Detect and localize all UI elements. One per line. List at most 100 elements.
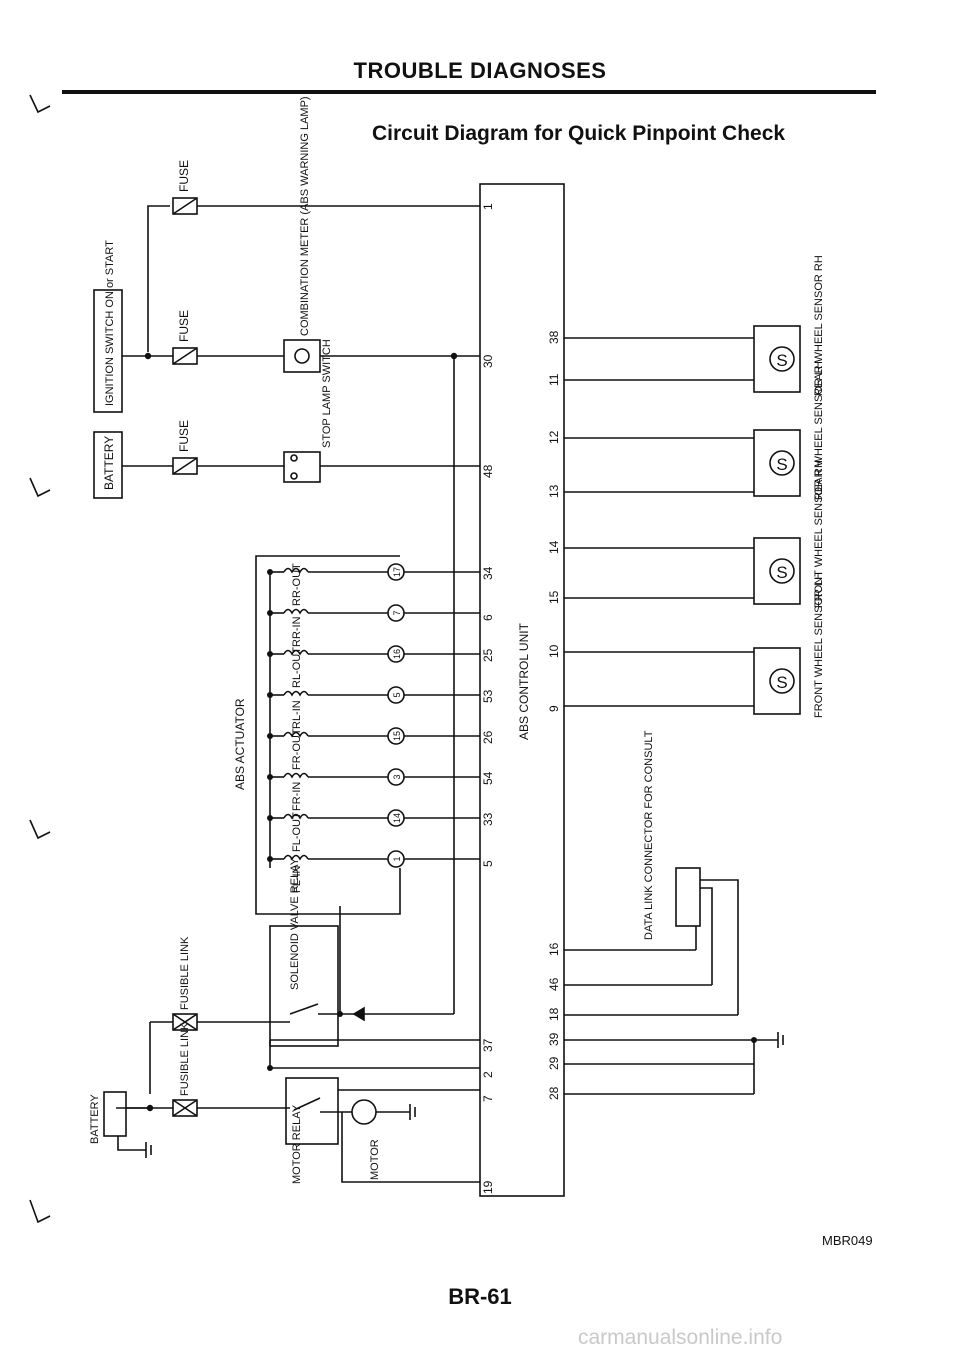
data-link-connector-label: DATA LINK CONNECTOR FOR CONSULT [643, 730, 655, 940]
solenoid-terminal-number: 5 [392, 692, 402, 697]
pin-19: 19 [481, 1180, 495, 1194]
solenoid-junction [267, 651, 273, 657]
motor-label: MOTOR [369, 1139, 381, 1180]
pin-18: 18 [547, 1007, 561, 1021]
fuse-label-battery: FUSE [177, 420, 191, 452]
solenoid-coil [283, 608, 309, 615]
binding-mark [29, 94, 51, 114]
pin-15: 15 [547, 590, 561, 604]
front-wheel-sensor-rh-label: FRONT WHEEL SENSOR RH [813, 460, 825, 608]
title-rule [62, 90, 876, 94]
rear-wheel-sensor-lh-box [753, 429, 801, 497]
pin-38: 38 [547, 330, 561, 344]
solenoid-coil [283, 649, 309, 656]
solenoid-pin: 33 [481, 812, 495, 826]
solenoid-pin: 6 [481, 614, 495, 621]
solenoid-label: FR-IN [291, 782, 303, 811]
solenoid-junction [267, 569, 273, 575]
solenoid-junction [267, 610, 273, 616]
abs-control-unit-label: ABS CONTROL UNIT [517, 622, 531, 740]
pin-11: 11 [547, 373, 561, 386]
solenoid-label: RL-OUT [291, 647, 303, 688]
solenoid-label: RR-IN [291, 616, 303, 647]
pin-7: 7 [481, 1095, 495, 1102]
combination-meter-box [283, 339, 321, 373]
solenoid-junction [267, 733, 273, 739]
stop-lamp-switch-label: STOP LAMP SWITCH [321, 339, 333, 448]
solenoid-pin: 26 [481, 730, 495, 744]
solenoid-junction [267, 774, 273, 780]
ignition-switch-box [93, 289, 123, 413]
sensor-symbol-rr-lh: S [776, 455, 787, 474]
sensor-symbol-rr-rh: S [776, 351, 787, 370]
solenoid-label: FL-OUT [291, 812, 303, 852]
solenoid-terminal-number: 3 [392, 774, 402, 779]
page-title: TROUBLE DIAGNOSES [353, 58, 607, 83]
solenoid-valve-relay-box [269, 925, 339, 1047]
solenoid-terminal-number: 15 [392, 731, 402, 741]
solenoid-coil [283, 772, 309, 779]
pin-13: 13 [547, 484, 561, 498]
pin-39: 39 [547, 1032, 561, 1046]
abs-actuator-frame [255, 555, 401, 915]
solenoid-terminal-number: 17 [392, 567, 402, 577]
front-wheel-sensor-lh-box [753, 647, 801, 715]
solenoid-label: FL-IN [291, 865, 303, 893]
solenoid-terminal-number: 1 [392, 856, 402, 861]
sensor-symbol-fr-lh: S [776, 673, 787, 692]
motor-relay-box [285, 1077, 339, 1145]
battery-box [93, 431, 123, 499]
solenoid-coil [283, 567, 309, 574]
solenoid-terminal-number: 14 [392, 813, 402, 823]
pin-12: 12 [547, 430, 561, 444]
fuse-label-ignition: FUSE [177, 310, 191, 342]
page-number: BR-61 [448, 1284, 512, 1309]
watermark: carmanualsonline.info [578, 1326, 783, 1349]
front-wheel-sensor-rh-box [753, 537, 801, 605]
front-wheel-sensor-lh-label: FRONT WHEEL SENSOR LH [813, 572, 825, 718]
pin-14: 14 [547, 540, 561, 554]
solenoid-label: RL-IN [291, 700, 303, 729]
fuse-label-top: FUSE [177, 160, 191, 192]
pin-48: 48 [481, 464, 495, 478]
solenoid-coil [283, 731, 309, 738]
data-link-connector-box [675, 867, 701, 927]
figure-code: MBR049 [822, 1233, 873, 1248]
pin-16: 16 [547, 942, 561, 956]
solenoid-terminal-number: 7 [392, 610, 402, 615]
solenoid-coil [283, 813, 309, 820]
solenoid-valve-relay-label: SOLENOID VALVE RELAY [289, 857, 301, 990]
battery-bottom-box [103, 1091, 127, 1137]
solenoid-pin: 53 [481, 689, 495, 703]
battery-bottom-label: BATTERY [89, 1094, 101, 1144]
solenoid-coil [283, 690, 309, 697]
pin-30: 30 [481, 354, 495, 368]
rear-wheel-sensor-rh-label: REAR WHEEL SENSOR RH [813, 255, 825, 396]
pin-10: 10 [547, 644, 561, 658]
abs-actuator-label: ABS ACTUATOR [233, 698, 247, 790]
solenoid-label: FR-OUT [291, 728, 303, 770]
diagram-subtitle: Circuit Diagram for Quick Pinpoint Check [372, 122, 786, 145]
fusible-link-label-1: FUSIBLE LINK [179, 936, 191, 1010]
motor-relay-label: MOTOR RELAY [291, 1104, 303, 1184]
pin-1: 1 [481, 203, 495, 210]
rear-wheel-sensor-rh-box [753, 325, 801, 393]
solenoid-pin: 34 [481, 566, 495, 580]
stop-lamp-switch-box [283, 451, 321, 483]
pin-37: 37 [481, 1038, 495, 1052]
binding-mark [29, 477, 51, 498]
solenoid-label: RR-OUT [291, 563, 303, 606]
battery-label: BATTERY [102, 436, 116, 490]
combination-meter-label: COMBINATION METER (ABS WARNING LAMP) [299, 96, 311, 336]
solenoid-coil [283, 854, 309, 861]
solenoid-terminal-number: 16 [392, 649, 402, 659]
pin-28: 28 [547, 1086, 561, 1100]
solenoid-junction [267, 856, 273, 862]
pin-46: 46 [547, 977, 561, 991]
sensor-symbol-fr-rh: S [776, 563, 787, 582]
fusible-link-label-2: FUSIBLE LINK [179, 1022, 191, 1096]
abs-control-unit-box [479, 183, 565, 1197]
pin-9: 9 [547, 705, 561, 712]
